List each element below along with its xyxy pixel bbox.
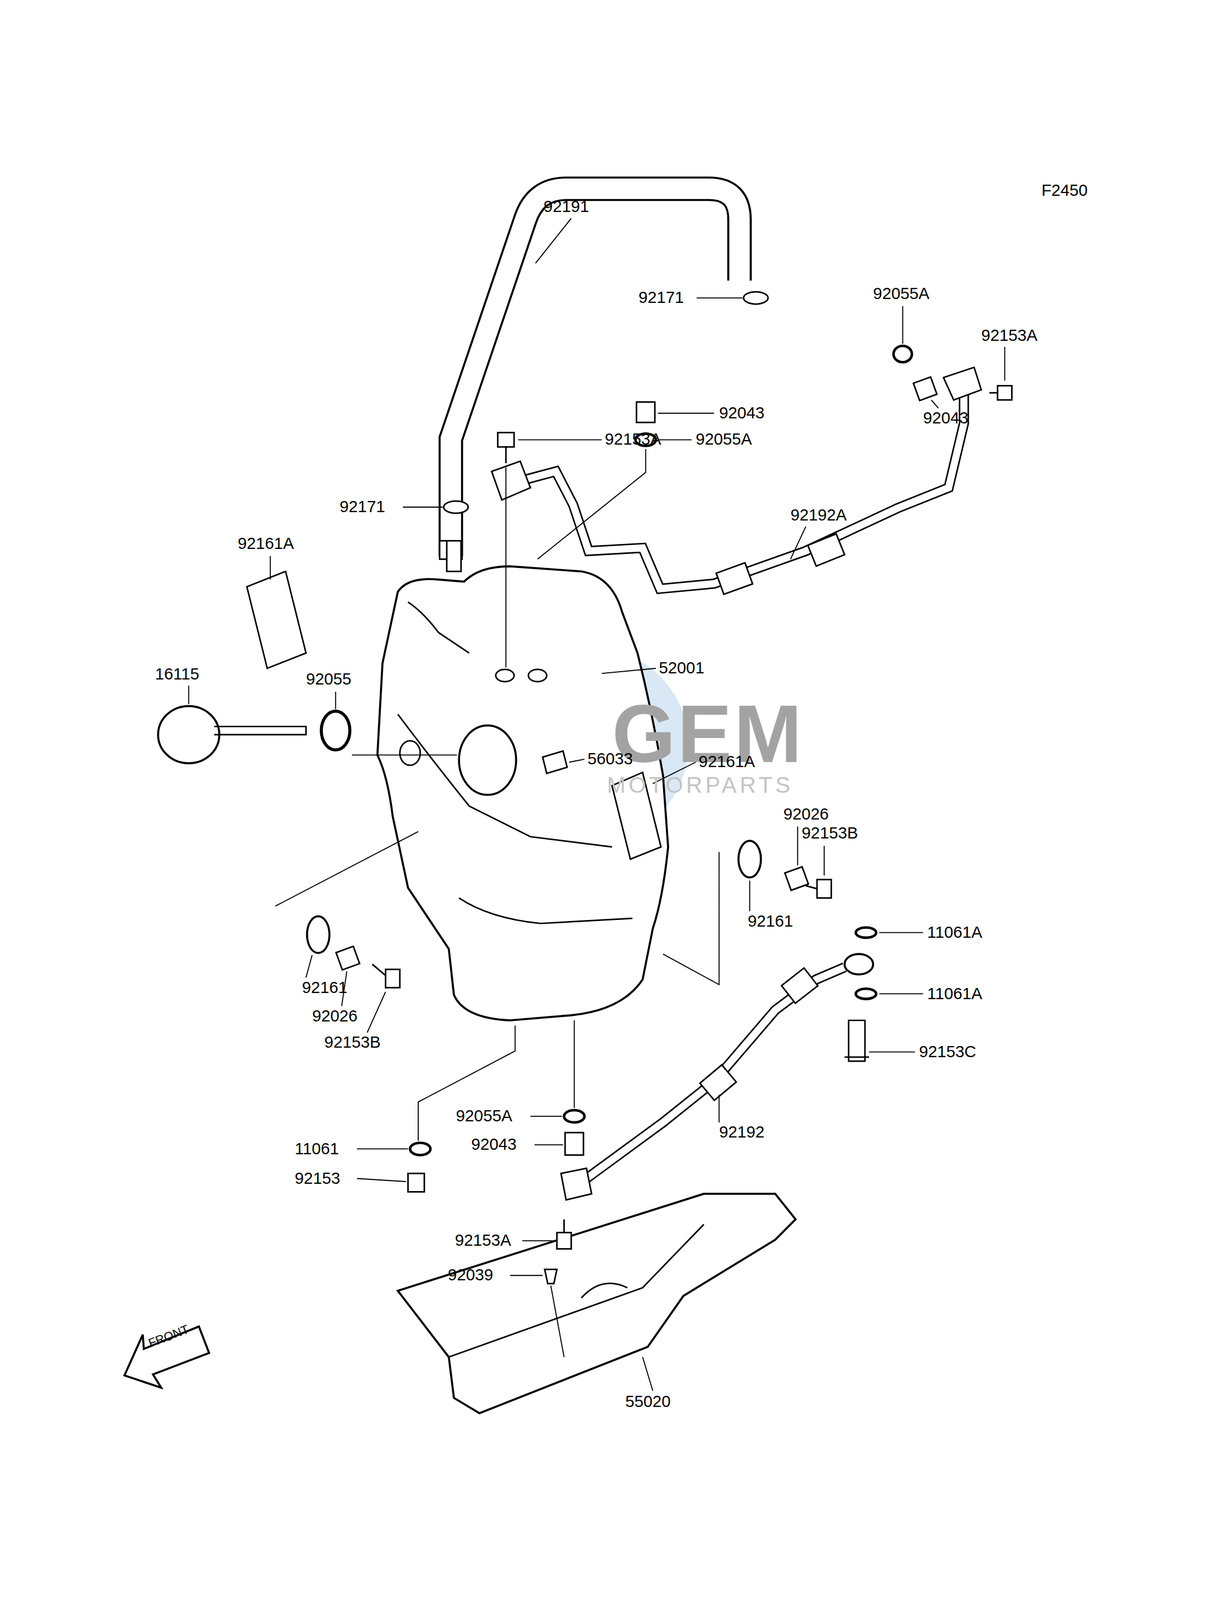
callout-number: 56033 (587, 749, 633, 768)
drawing-number: F2450 (1041, 181, 1088, 201)
fuel-pipe-fill (525, 392, 964, 589)
guard-contour (448, 1224, 704, 1357)
label-plate (542, 750, 568, 773)
clip (544, 1268, 558, 1284)
callout-number: 92153 (295, 1168, 341, 1188)
collar (784, 866, 809, 891)
grommet (738, 840, 761, 878)
callout-number: 92192 (718, 1123, 765, 1142)
callout-number: 92026 (783, 804, 829, 824)
bolt (805, 879, 832, 898)
bolt (989, 385, 1012, 400)
callout-number: 92055A (695, 430, 752, 449)
banjo-bolt (844, 1020, 869, 1061)
callout-number: 92161A (698, 752, 756, 772)
callout-number: 55020 (625, 1392, 671, 1411)
callout-number: 92161 (747, 911, 794, 931)
fuel-cap (157, 706, 220, 763)
callout-number: 52001 (659, 659, 705, 678)
callout-number: 92153C (919, 1042, 977, 1061)
pipe-fitting (781, 967, 818, 1003)
washer (856, 988, 877, 999)
callout-number: 16115 (155, 665, 200, 684)
washer (856, 927, 877, 938)
fuel-pipe-fill (586, 967, 845, 1179)
tank-port (528, 669, 547, 682)
callout-number: 11061 (295, 1139, 340, 1158)
collar (636, 402, 655, 423)
callout-number: 92026 (312, 1006, 358, 1026)
hose-fill (450, 188, 740, 556)
callout-number: 92161 (301, 978, 347, 997)
banjo-fitting (943, 366, 982, 400)
callout-number: 11061A (927, 922, 983, 942)
callout-number: 11061A (927, 984, 983, 1003)
callout-number: 92043 (718, 403, 765, 423)
callout-number: 92153A (605, 430, 662, 449)
banjo-fitting (844, 953, 873, 975)
filler-neck (458, 724, 516, 795)
watermark: MOTORPARTS (606, 772, 794, 798)
pipe-fitting (716, 562, 753, 595)
callout-number: 92153A (455, 1231, 512, 1250)
callout-number: 92171 (638, 288, 684, 308)
collar (564, 1132, 584, 1155)
o-ring (321, 711, 350, 751)
bolt (372, 963, 400, 988)
skid-guard (397, 1193, 796, 1413)
grommet (307, 915, 330, 953)
callout-number: 92191 (543, 197, 589, 217)
callout-number: 92171 (339, 498, 385, 517)
cap-strap (214, 726, 307, 735)
clamp (743, 291, 768, 304)
callout-number: 92161A (237, 534, 294, 553)
banjo-fitting (561, 1167, 592, 1200)
callout-number: 92153A (980, 326, 1038, 345)
bolt (498, 432, 515, 463)
callout-number: 92043 (922, 408, 969, 428)
fuel-pipe (586, 967, 845, 1179)
callout-number: 92192A (790, 505, 847, 525)
o-ring (893, 345, 912, 362)
callout-number: 92055A (456, 1106, 513, 1125)
callout-number: 92055 (306, 670, 352, 689)
tank-contour (397, 601, 633, 923)
clamp (443, 500, 469, 514)
pipe-fitting (699, 1064, 737, 1101)
banjo-fitting (491, 461, 531, 501)
fuel-pipe (525, 392, 964, 589)
leader-lines (188, 218, 1005, 1391)
bolt (557, 1219, 572, 1249)
hose-outline (450, 188, 740, 556)
callout-number: 92039 (447, 1265, 493, 1285)
illustration-group (124, 188, 1012, 1413)
drain-bolt (408, 1172, 425, 1192)
mount-hole (399, 740, 421, 766)
label-plate (247, 571, 307, 669)
washer (409, 1142, 431, 1155)
callout-number: 92055A (873, 284, 930, 303)
tank-port (495, 669, 515, 682)
callout-number: 92153B (801, 824, 859, 843)
vent-nipple (446, 540, 462, 572)
pipe-fitting (808, 533, 845, 567)
callout-number: 92043 (471, 1135, 517, 1154)
collar (336, 945, 360, 970)
callout-number: 92153B (324, 1033, 381, 1052)
collar (913, 376, 937, 401)
o-ring (563, 1109, 585, 1123)
